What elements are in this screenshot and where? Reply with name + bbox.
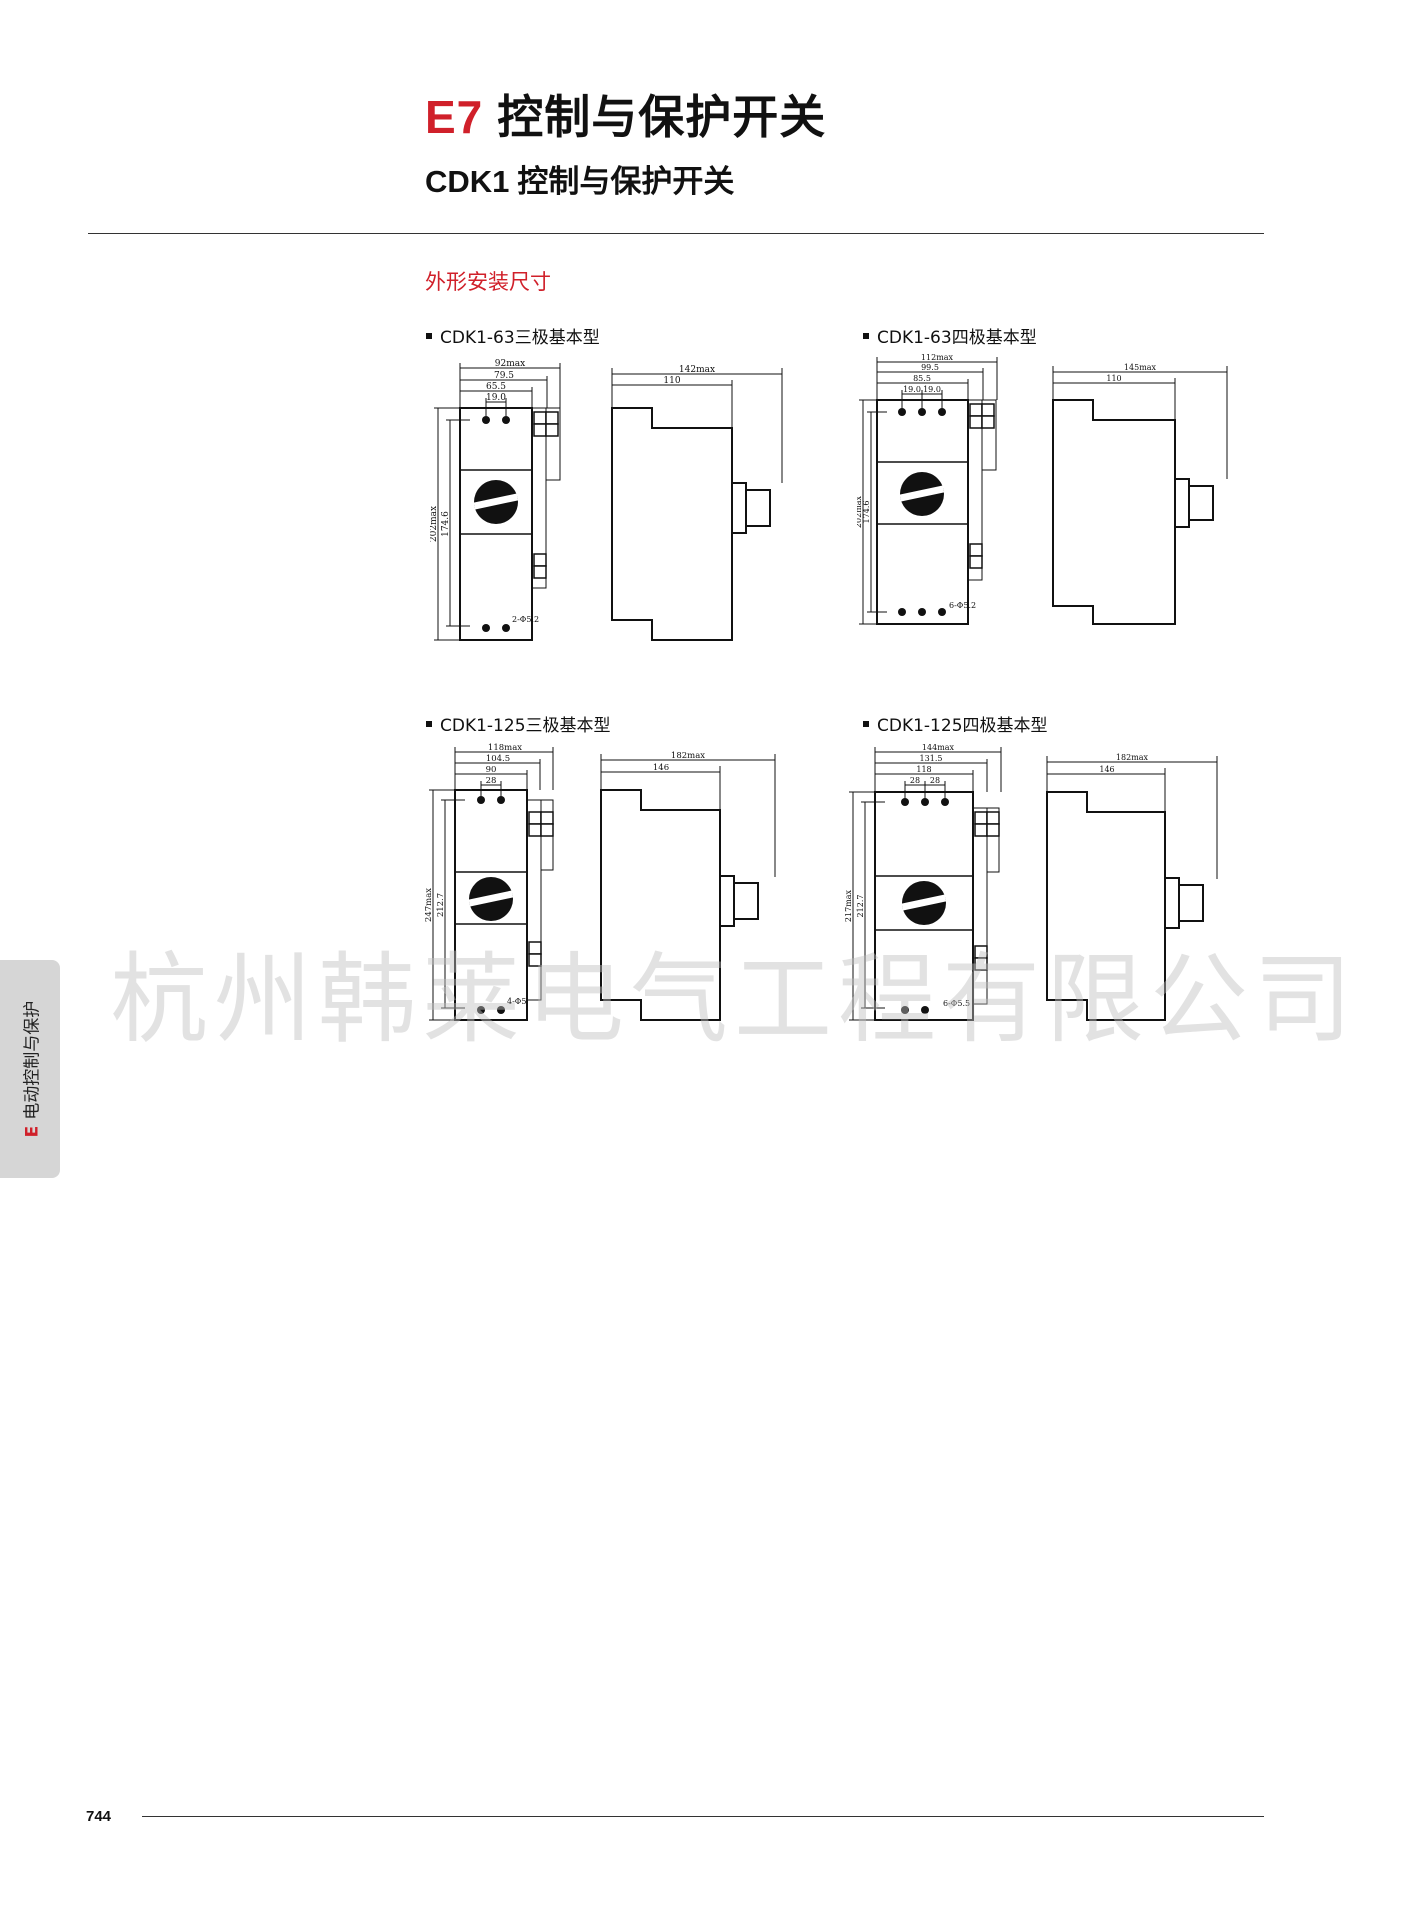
- figure-caption-3: CDK1-125三极基本型: [426, 711, 611, 736]
- dim-label: 92max: [495, 359, 525, 369]
- dim-label: 142max: [679, 365, 715, 375]
- side-tab-letter: E: [22, 1125, 43, 1138]
- drawing-cdk1-63-3p: 92max 79.5 65.5 19.0 202max 174.6 2-Φ5.2…: [430, 359, 783, 641]
- drawing-cdk1-125-3p: 118max 104.5 90 28 247max 212.7 4-Φ5 182…: [425, 743, 776, 1021]
- dim-label: 146: [1099, 765, 1114, 774]
- dim-label: 19.0: [486, 393, 506, 403]
- dim-label: 90: [486, 765, 497, 775]
- dim-label: 99.5: [921, 363, 939, 372]
- dim-label: 85.5: [913, 374, 931, 383]
- dim-label: 145max: [1124, 363, 1157, 372]
- dim-label: 202max: [430, 506, 439, 542]
- dim-label: 6-Φ5.5: [943, 999, 970, 1008]
- subtitle-text: 控制与保护开关: [517, 164, 735, 200]
- subtitle-code: CDK1: [425, 164, 510, 199]
- dim-label: 217max: [845, 889, 853, 922]
- side-tab-text: 电动控制与保护: [22, 1000, 43, 1120]
- dim-label: 182max: [671, 751, 705, 761]
- bullet-icon: [863, 721, 869, 727]
- header-divider: [88, 233, 1264, 234]
- dim-label: 118: [916, 765, 931, 774]
- dim-label: 28: [486, 776, 497, 786]
- bullet-icon: [426, 721, 432, 727]
- dim-label: 247max: [425, 888, 434, 922]
- drawing-cdk1-125-4p: 144max 131.5 118 28 28 217max 212.7 6-Φ5…: [845, 744, 1218, 1021]
- dim-label: 104.5: [486, 754, 510, 764]
- figure-caption-4: CDK1-125四极基本型: [863, 711, 1048, 736]
- footer-divider: [142, 1816, 1264, 1817]
- dim-label: 79.5: [494, 371, 514, 381]
- dim-label: 19.0: [903, 385, 921, 394]
- dim-label: 131.5: [920, 754, 943, 763]
- dim-label: 6-Φ5.2: [949, 601, 976, 610]
- title-code: E7: [425, 91, 484, 143]
- dim-label: 65.5: [486, 382, 506, 392]
- dim-label: 146: [653, 763, 669, 773]
- bullet-icon: [426, 333, 432, 339]
- side-tab-label: E 电动控制与保护: [18, 1001, 43, 1138]
- dim-label: 110: [663, 376, 680, 386]
- dim-label: 28: [910, 776, 920, 785]
- figure-caption-2: CDK1-63四极基本型: [863, 323, 1037, 348]
- dim-label: 110: [1106, 374, 1121, 383]
- chapter-side-tab[interactable]: E 电动控制与保护: [0, 960, 60, 1178]
- dim-label: 19.0: [923, 385, 941, 394]
- dim-label: 202max: [857, 495, 863, 528]
- dim-label: 144max: [922, 744, 955, 752]
- dim-label: 28: [930, 776, 940, 785]
- section-title: 外形安装尺寸: [425, 270, 551, 294]
- dim-label: 174.6: [441, 511, 451, 537]
- dim-label: 174.6: [862, 501, 871, 524]
- title-text: 控制与保护开关: [497, 90, 827, 144]
- bullet-icon: [863, 333, 869, 339]
- dim-label: 212.7: [436, 893, 446, 917]
- dim-label: 2-Φ5.2: [512, 615, 539, 624]
- figure-caption-1: CDK1-63三极基本型: [426, 323, 600, 348]
- dim-label: 118max: [488, 743, 522, 753]
- dim-label: 182max: [1116, 753, 1149, 762]
- dim-label: 212.7: [856, 895, 865, 918]
- dim-label: 112max: [921, 354, 954, 362]
- drawing-cdk1-63-4p: 112max 99.5 85.5 19.0 19.0 202max 174.6 …: [857, 354, 1228, 625]
- dim-label: 4-Φ5: [507, 997, 526, 1006]
- page-number: 744: [86, 1808, 112, 1825]
